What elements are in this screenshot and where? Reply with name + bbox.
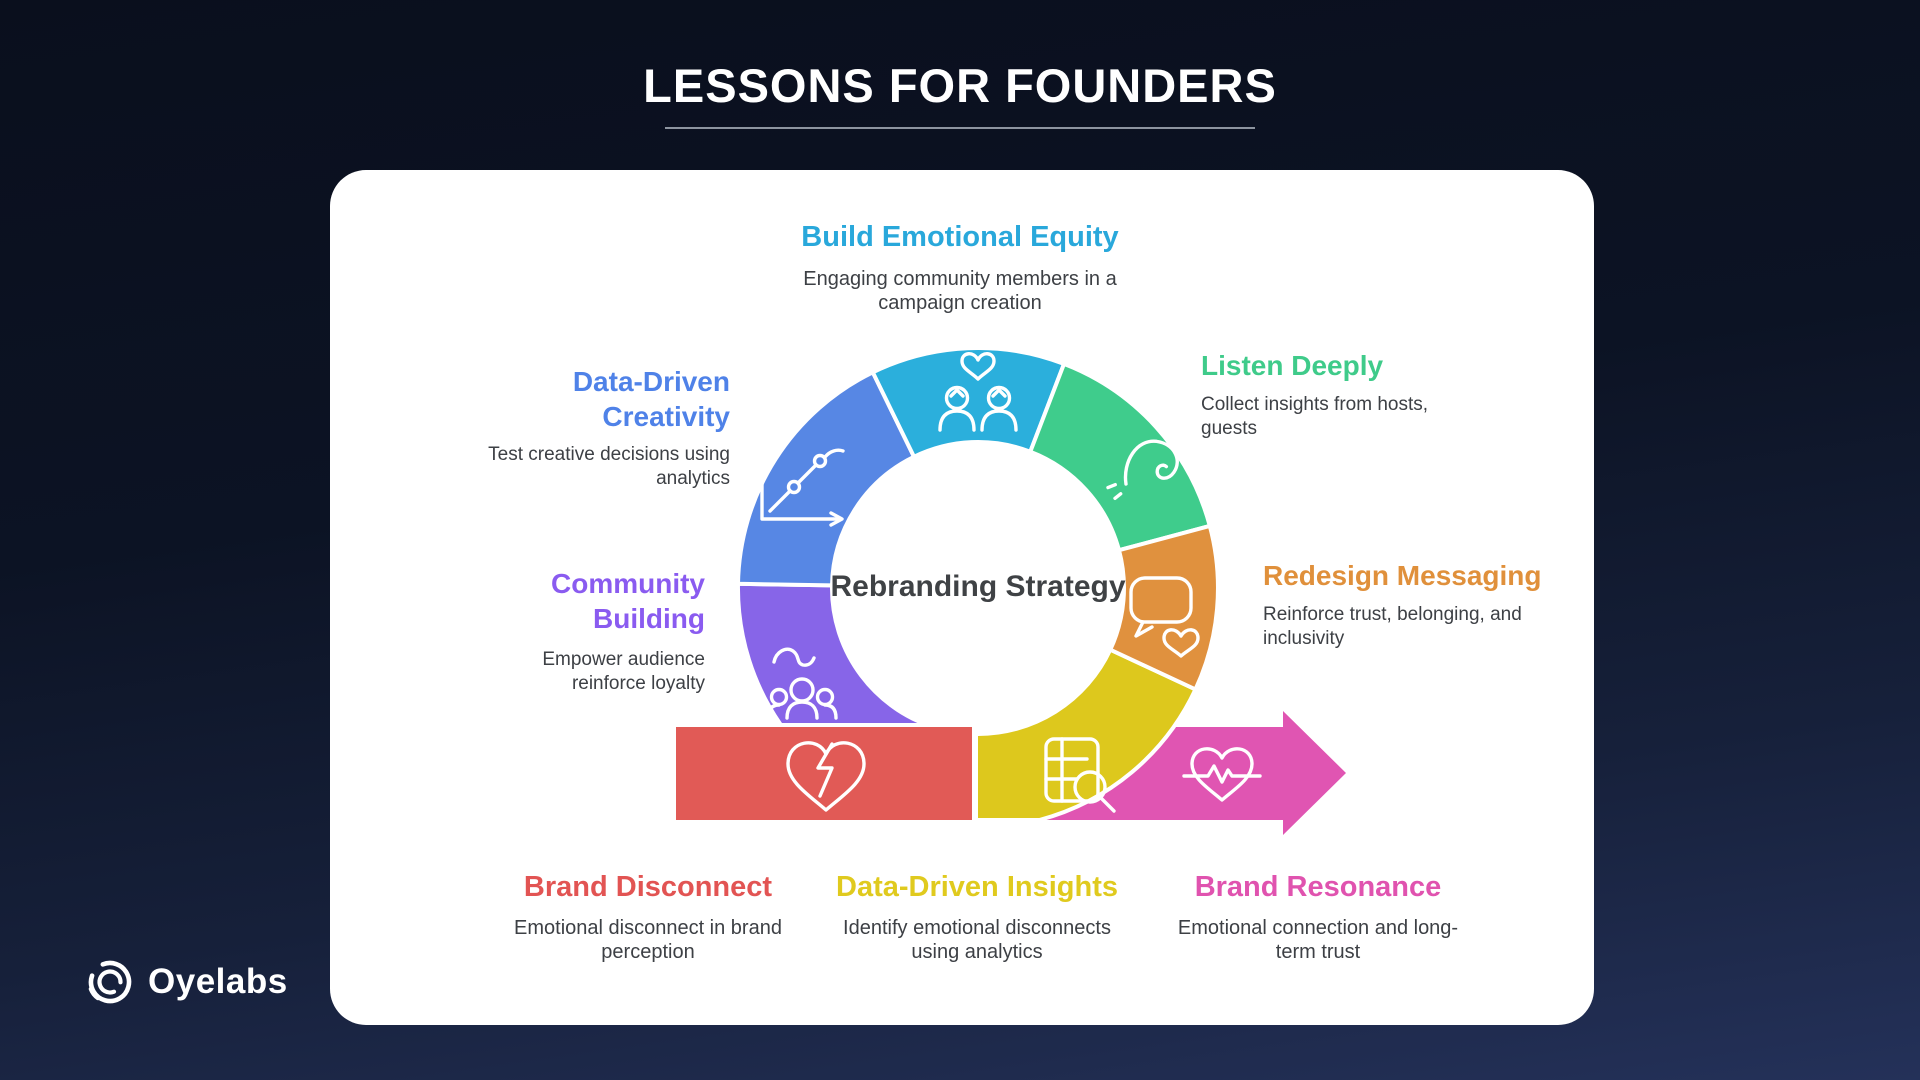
segment-heading: Listen Deeply — [1201, 350, 1384, 381]
label-data-driven-insights: Data-Driven Insights Identify emotional … — [812, 870, 1142, 964]
segment-heading: Build Emotional Equity — [801, 221, 1119, 253]
segment-heading: Brand Resonance — [1194, 871, 1442, 903]
heartbeat-icon — [1182, 747, 1262, 802]
wheel-center-label: Rebranding Strategy — [830, 570, 1126, 603]
segment-community-building — [735, 581, 929, 723]
segment-description: Identify emotional disconnects using ana… — [843, 917, 1111, 963]
oyelabs-logo-icon — [88, 960, 132, 1004]
segment-data-driven-insights — [974, 647, 1199, 822]
segment-heading: Community Building — [551, 568, 705, 634]
content-card — [330, 170, 1594, 1025]
segment-heading: Data-Driven Creativity — [572, 366, 730, 432]
segment-heading: Data-Driven Insights — [836, 871, 1118, 903]
segment-brand-disconnect — [676, 727, 972, 820]
segment-heading: Brand Disconnect — [523, 871, 773, 903]
label-data-driven-creativity: Data-Driven Creativity Test creative dec… — [410, 364, 730, 491]
brand-logo-text: Oyelabs — [148, 962, 288, 1001]
segment-data-driven-creativity — [735, 369, 917, 588]
people-group-icon — [766, 647, 838, 720]
label-brand-disconnect: Brand Disconnect Emotional disconnect in… — [483, 870, 813, 964]
family-heart-icon — [938, 352, 1018, 432]
broken-heart-icon — [786, 741, 866, 812]
ear-icon — [1106, 432, 1204, 500]
segment-description: Reinforce trust, belonging, and inclusiv… — [1263, 604, 1522, 649]
growth-chart-icon — [754, 441, 845, 527]
label-brand-resonance: Brand Resonance Emotional connection and… — [1153, 870, 1483, 964]
segment-description: Collect insights from hosts, guests — [1201, 394, 1429, 439]
title-underline — [665, 127, 1255, 129]
chat-heart-icon — [1129, 576, 1200, 658]
segment-description: Empower audience reinforce loyalty — [542, 649, 705, 694]
data-search-icon — [1044, 737, 1116, 813]
segment-description: Emotional connection and long-term trust — [1177, 917, 1459, 963]
segment-description: Emotional disconnect in brand perception — [514, 917, 782, 963]
segment-listen-deeply — [1027, 361, 1213, 553]
brand-logo: Oyelabs — [84, 956, 288, 1008]
label-build-emotional-equity: Build Emotional Equity Engaging communit… — [730, 220, 1190, 315]
segment-description: Test creative decisions using analytics — [488, 444, 730, 489]
page-title: LESSONS FOR FOUNDERS — [643, 59, 1277, 112]
label-redesign-messaging: Redesign Messaging Reinforce trust, belo… — [1263, 558, 1603, 651]
label-listen-deeply: Listen Deeply Collect insights from host… — [1201, 348, 1511, 441]
segment-heading: Redesign Messaging — [1263, 560, 1542, 591]
label-community-building: Community Building Empower audience rein… — [385, 566, 705, 696]
segment-description: Engaging community members in a campaign… — [803, 268, 1117, 314]
